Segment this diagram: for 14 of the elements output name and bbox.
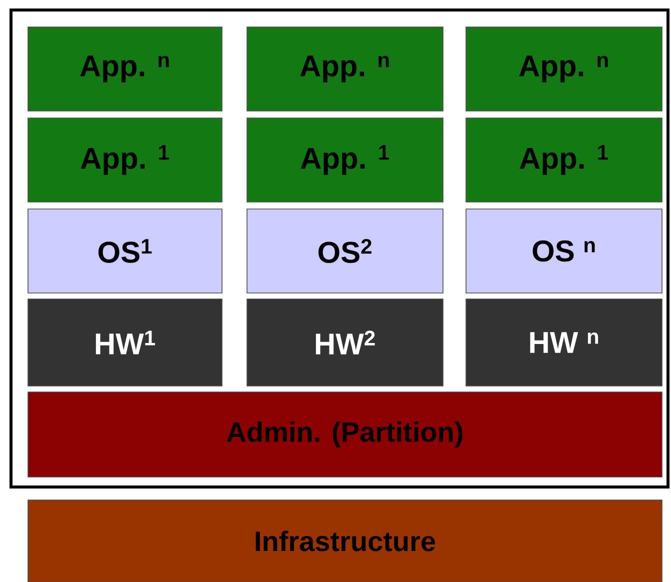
app-box: App. $^{n}$ [246, 26, 444, 112]
os-box: OS$^{1}$ [28, 208, 222, 294]
app-box: App. $^{1}$ [28, 118, 222, 202]
hardware-box: HW$^{1}$ [28, 298, 222, 386]
infrastructure-box: Infrastructure [28, 500, 662, 582]
hardware-box: HW$^{2}$ [246, 298, 444, 386]
admin-box: Admin. (Partition) [28, 392, 662, 478]
app-box: App. $^{1}$ [246, 118, 444, 202]
os-box: OS$^{2}$ [246, 208, 444, 294]
app-box: App. $^{1}$ [466, 118, 662, 202]
app-box: App. $^{n}$ [466, 26, 662, 112]
hardware-box: HW $^{n}$ [466, 298, 662, 386]
app-box: App. $^{n}$ [28, 26, 222, 112]
os-box: OS $^{n}$ [466, 208, 662, 294]
